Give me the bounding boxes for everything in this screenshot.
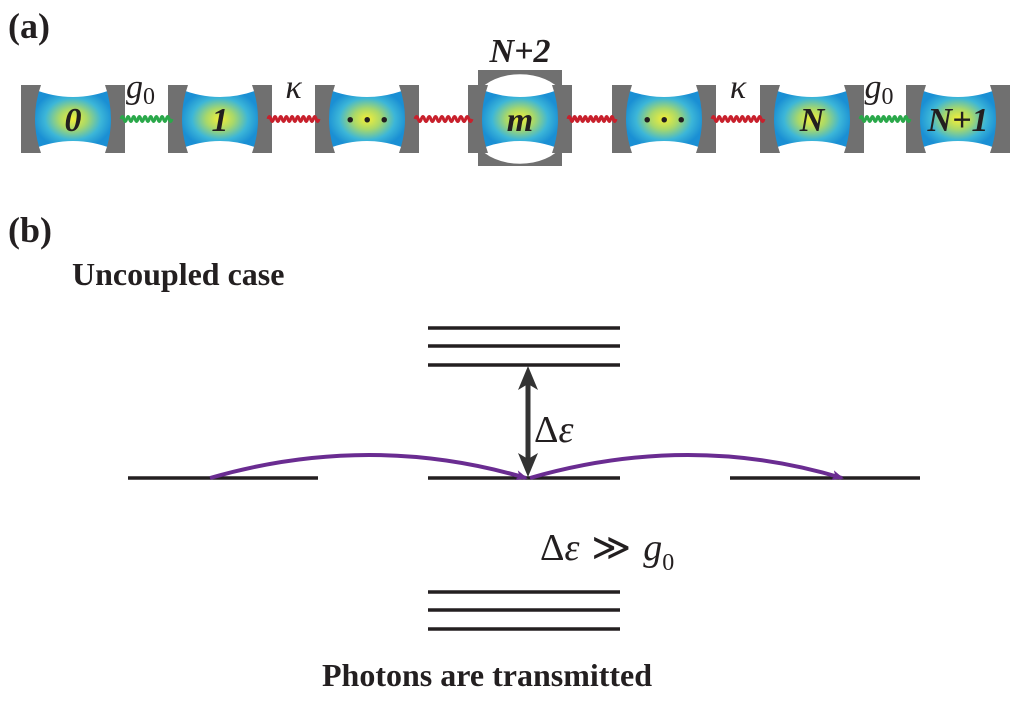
cavity-mode-6 [918,89,998,149]
cavity-label-3: m [507,102,533,139]
coupling-label-5: g0 [865,69,894,110]
cavity-label-0: 0 [65,102,82,139]
cavity-label-1: 1 [212,102,229,139]
coupling-spring-2 [413,115,474,123]
condition-formula: Δε≫g0 [540,527,674,576]
cavity-mirror-right-5 [844,85,864,153]
coupling-label-4: κ [730,69,747,106]
cavity-mirror-left-0 [21,85,41,153]
cavity-mirror-right-6 [990,85,1010,153]
coupling-spring-4 [710,115,766,123]
coupling-label-0: g0 [126,69,155,110]
cavity-mirror-left-3 [468,85,488,153]
cavity-mode-1 [180,89,260,149]
panel-a-label: (a) [8,6,50,46]
photon-arrow-left [209,453,528,480]
cavity-label-2: · · · [346,102,389,139]
photon-arrow-right [529,453,844,480]
extra-cavity-label: N+2 [489,33,551,70]
cavity-label-4: · · · [643,102,686,139]
uncoupled-heading: Uncoupled case [72,256,284,292]
cavity-mode-0 [33,89,113,149]
gap-arrowhead-bottom [518,453,538,477]
coupling-spring-5 [858,115,912,123]
cavity-mode-5 [772,89,852,149]
panel-b-label: (b) [8,210,52,250]
coupling-label-1: κ [285,69,302,106]
gap-label: Δε [534,409,573,451]
cavity-mirror-right-2 [399,85,419,153]
cavity-mirror-right-3 [552,85,572,153]
transmission-caption: Photons are transmitted [322,657,652,693]
cavity-label-5: N [799,102,826,139]
cavity-mirror-left-4 [612,85,632,153]
cavity-mode-3 [480,89,560,149]
gap-arrowhead-top [518,366,538,390]
cavity-mode-2 [327,89,407,149]
cavity-mode-4 [624,89,704,149]
cavity-chain: N+2 0 1 · · · m · · · N N+1 g0 κ κ g0 [21,33,1010,166]
coupling-spring-1 [266,115,321,123]
cavity-mirror-right-1 [252,85,272,153]
coupling-spring-0 [119,115,174,123]
cavity-mirror-left-6 [906,85,926,153]
cavity-mirror-left-5 [760,85,780,153]
extra-mirror-top [478,70,562,92]
cavity-mirror-left-1 [168,85,188,153]
cavity-mirror-right-0 [105,85,125,153]
extra-mirror-bottom [478,146,562,166]
cavity-mirror-right-4 [696,85,716,153]
coupling-spring-3 [566,115,618,123]
cavity-mirror-left-2 [315,85,335,153]
cavity-label-6: N+1 [927,102,989,139]
